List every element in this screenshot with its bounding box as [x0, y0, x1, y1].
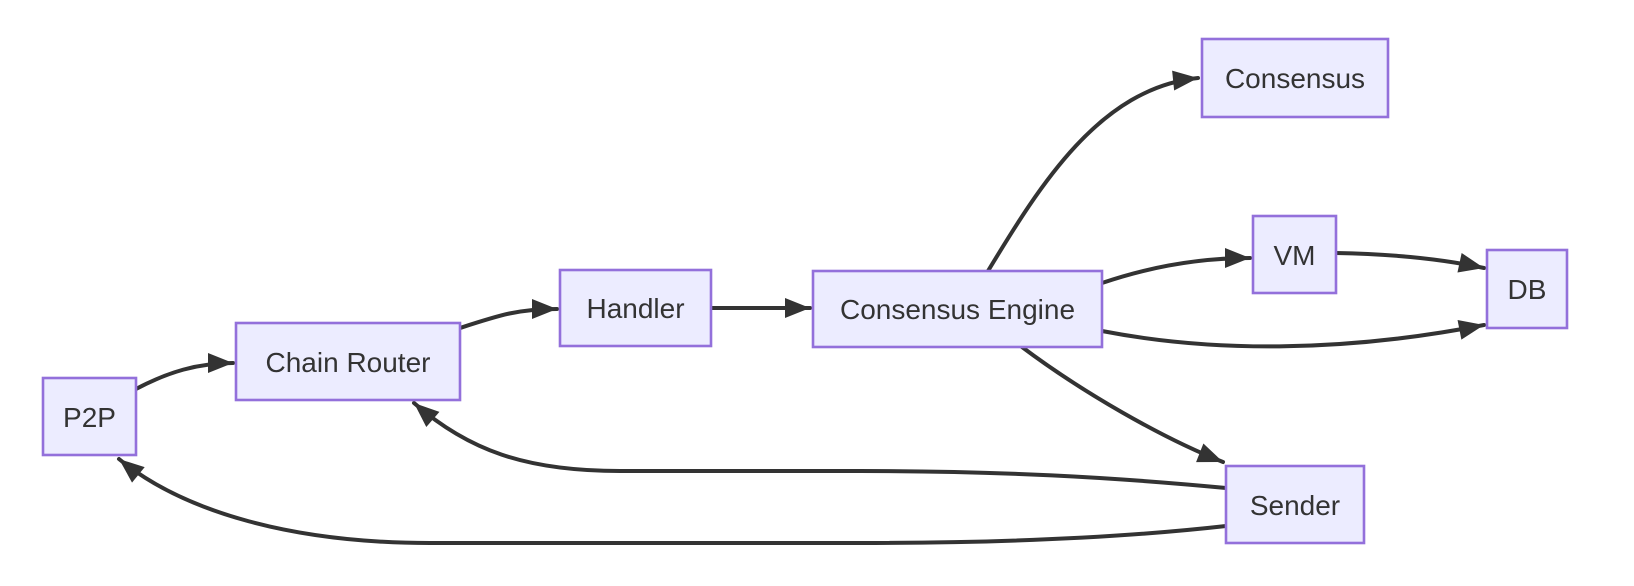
node-handler: Handler — [558, 268, 713, 348]
node-db: DB — [1485, 248, 1569, 330]
node-chain-router-label: Chain Router — [266, 347, 431, 378]
edge-consensus-engine-to-vm — [1100, 248, 1252, 285]
node-consensus-box — [1200, 37, 1390, 119]
node-chain-router-box — [234, 321, 462, 402]
node-p2p-label: P2P — [63, 402, 116, 433]
node-sender-label: Sender — [1250, 490, 1340, 521]
node-db-box — [1485, 248, 1569, 330]
node-handler-box — [558, 268, 713, 348]
node-sender: Sender — [1224, 464, 1366, 545]
edge-sender-to-p2p — [117, 457, 1228, 545]
edge-chain-router-to-handler — [458, 299, 559, 330]
node-consensus: Consensus — [1200, 37, 1390, 119]
node-vm: VM — [1251, 214, 1338, 295]
nodes-layer: P2P Chain Router Handler Consensus Engin… — [41, 37, 1569, 545]
edge-consensus-engine-to-db — [1100, 319, 1486, 349]
node-db-label: DB — [1508, 274, 1547, 305]
node-consensus-engine: Consensus Engine — [811, 269, 1104, 349]
node-consensus-label: Consensus — [1225, 63, 1365, 94]
node-chain-router: Chain Router — [234, 321, 462, 402]
edge-consensus-engine-to-sender — [1020, 345, 1225, 464]
node-p2p-box — [41, 376, 138, 457]
edges-layer — [117, 70, 1486, 545]
edge-p2p-to-chain-router — [134, 353, 235, 391]
node-vm-label: VM — [1274, 240, 1316, 271]
node-p2p: P2P — [41, 376, 138, 457]
node-handler-label: Handler — [586, 293, 684, 324]
edge-consensus-engine-to-consensus — [986, 70, 1200, 273]
node-sender-box — [1224, 464, 1366, 545]
edge-sender-to-chain-router — [412, 401, 1228, 490]
node-consensus-engine-label: Consensus Engine — [840, 294, 1075, 325]
node-consensus-engine-box — [811, 269, 1104, 349]
edge-vm-to-db — [1334, 251, 1486, 273]
node-vm-box — [1251, 214, 1338, 295]
